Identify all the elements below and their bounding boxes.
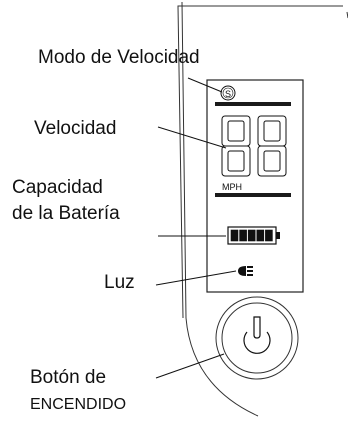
battery-segment	[230, 229, 239, 242]
label-light: Luz	[104, 272, 135, 293]
display-panel	[206, 79, 304, 293]
bottom-bar	[215, 193, 291, 197]
label-battery-line2: de la Batería	[12, 203, 120, 224]
device-body-outline	[177, 1, 348, 417]
power-button[interactable]	[215, 296, 299, 380]
speed-mode-symbol: S	[225, 89, 231, 99]
label-speed-mode: Modo de Velocidad	[38, 47, 200, 68]
label-speed: Velocidad	[34, 118, 117, 139]
label-power-line1: Botón de	[30, 367, 107, 388]
leader-speed	[157, 126, 227, 149]
battery-segment	[239, 229, 247, 242]
battery-icon	[227, 226, 280, 245]
power-icon	[243, 316, 271, 354]
leader-speed-mode	[187, 77, 223, 93]
top-bar	[215, 102, 291, 106]
battery-segment	[247, 229, 256, 242]
label-power-line2: ENCENDIDO	[30, 396, 127, 413]
battery-segment	[265, 229, 273, 242]
leader-light	[155, 270, 237, 286]
speed-digit-right	[257, 115, 287, 177]
speed-digit-left	[221, 115, 251, 177]
label-battery-line1: Capacidad	[12, 177, 103, 198]
unit-label: MPH	[222, 182, 242, 192]
speed-mode-icon	[220, 85, 236, 101]
battery-segment	[256, 229, 265, 242]
headlight-icon	[238, 266, 253, 276]
leader-power	[155, 353, 225, 379]
battery-segments	[230, 229, 273, 242]
